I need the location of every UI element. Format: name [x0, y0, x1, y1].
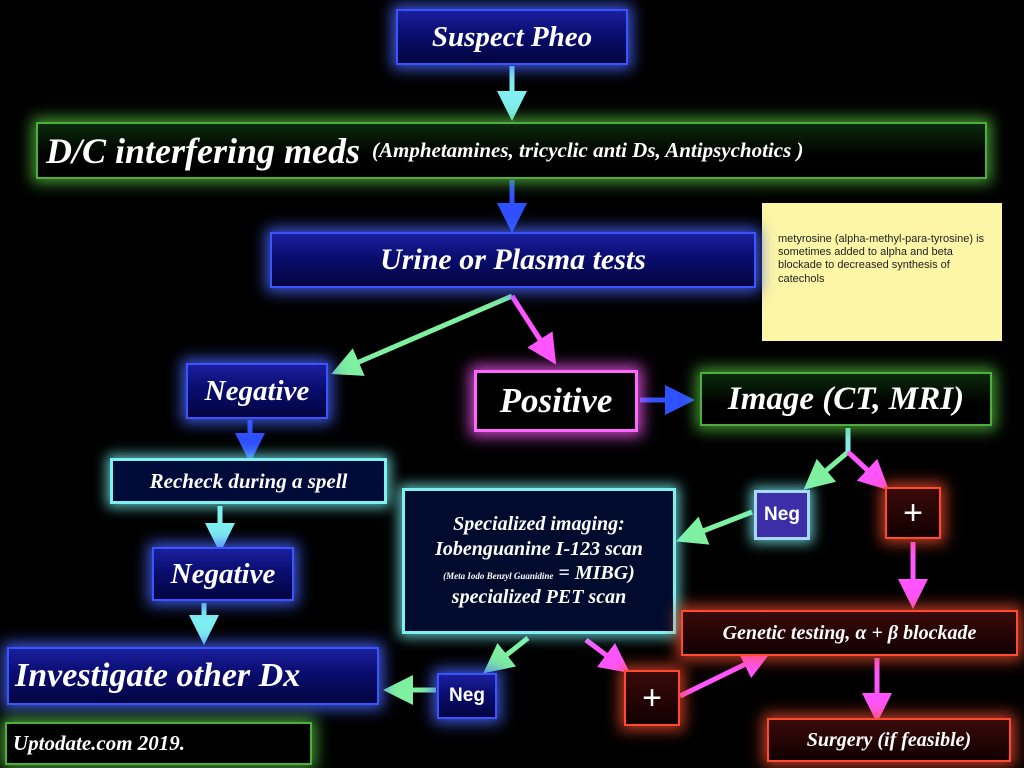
arrow-urine-to-negative: [331, 293, 513, 376]
specialized-line-2: Iobenguanine I-123 scan: [435, 537, 643, 560]
plus-image-label: +: [903, 493, 923, 532]
investigate-label: Investigate other Dx: [15, 657, 301, 694]
plus-specialized-box: +: [624, 670, 680, 726]
urine-plasma-label: Urine or Plasma tests: [380, 243, 646, 276]
suspect-pheo-box: Suspect Pheo: [396, 9, 628, 65]
genetic-testing-label: Genetic testing, α + β blockade: [722, 621, 977, 644]
neg-image-label: Neg: [764, 504, 800, 525]
neg-specialized-label: Neg: [449, 685, 485, 706]
negative-box-1: Negative: [186, 363, 328, 419]
surgery-box: Surgery (if feasible): [767, 718, 1011, 762]
image-label: Image (CT, MRI): [727, 380, 965, 417]
arrow-plus-to-genetic2: [678, 651, 772, 699]
urine-plasma-box: Urine or Plasma tests: [270, 232, 756, 288]
negative-box-2: Negative: [152, 547, 294, 601]
negative-label-2: Negative: [170, 557, 276, 590]
plus-specialized-label: +: [642, 678, 662, 717]
specialized-line-3: (Meta Iodo Benzyl Guanidine = MIBG): [443, 561, 635, 585]
source-box: Uptodate.com 2019.: [5, 722, 312, 765]
specialized-line-3-small: (Meta Iodo Benzyl Guanidine: [443, 571, 554, 581]
recheck-box: Recheck during a spell: [110, 458, 387, 504]
image-box: Image (CT, MRI): [700, 372, 992, 426]
recheck-label: Recheck during a spell: [149, 468, 348, 493]
negative-label-1: Negative: [204, 374, 310, 407]
specialized-line-3-rest: = MIBG): [553, 562, 635, 584]
specialized-line-1: Specialized imaging:: [453, 513, 625, 536]
plus-image-box: +: [885, 487, 941, 539]
specialized-line-4: specialized PET scan: [451, 586, 627, 609]
surgery-label: Surgery (if feasible): [806, 728, 972, 751]
neg-image-box: Neg: [754, 490, 810, 540]
suspect-pheo-label: Suspect Pheo: [431, 20, 593, 53]
arrow-specialized-to-plus: [584, 638, 630, 673]
arrow-neg-to-specialized: [676, 509, 753, 545]
specialized-imaging-box: Specialized imaging: Iobenguanine I-123 …: [402, 488, 676, 634]
dc-meds-box: D/C interfering meds (Amphetamines, tric…: [36, 122, 987, 179]
positive-label: Positive: [499, 381, 613, 420]
investigate-box: Investigate other Dx: [7, 647, 379, 705]
dc-meds-detail: (Amphetamines, tricyclic anti Ds, Antips…: [372, 138, 804, 162]
arrow-specialized-to-neg: [483, 636, 530, 674]
dc-meds-label: D/C interfering meds: [46, 130, 361, 171]
source-label: Uptodate.com 2019.: [13, 731, 186, 755]
neg-specialized-box: Neg: [437, 673, 497, 719]
arrow-image-to-plus: [846, 450, 889, 491]
metyrosine-note: metyrosine (alpha-methyl-para-tyrosine) …: [762, 203, 1002, 341]
arrow-image-to-neg: [803, 450, 850, 490]
metyrosine-note-text: metyrosine (alpha-methyl-para-tyrosine) …: [778, 233, 985, 285]
positive-box: Positive: [474, 370, 638, 432]
genetic-testing-box: Genetic testing, α + β blockade: [681, 610, 1018, 656]
arrow-urine-to-positive: [509, 294, 557, 365]
